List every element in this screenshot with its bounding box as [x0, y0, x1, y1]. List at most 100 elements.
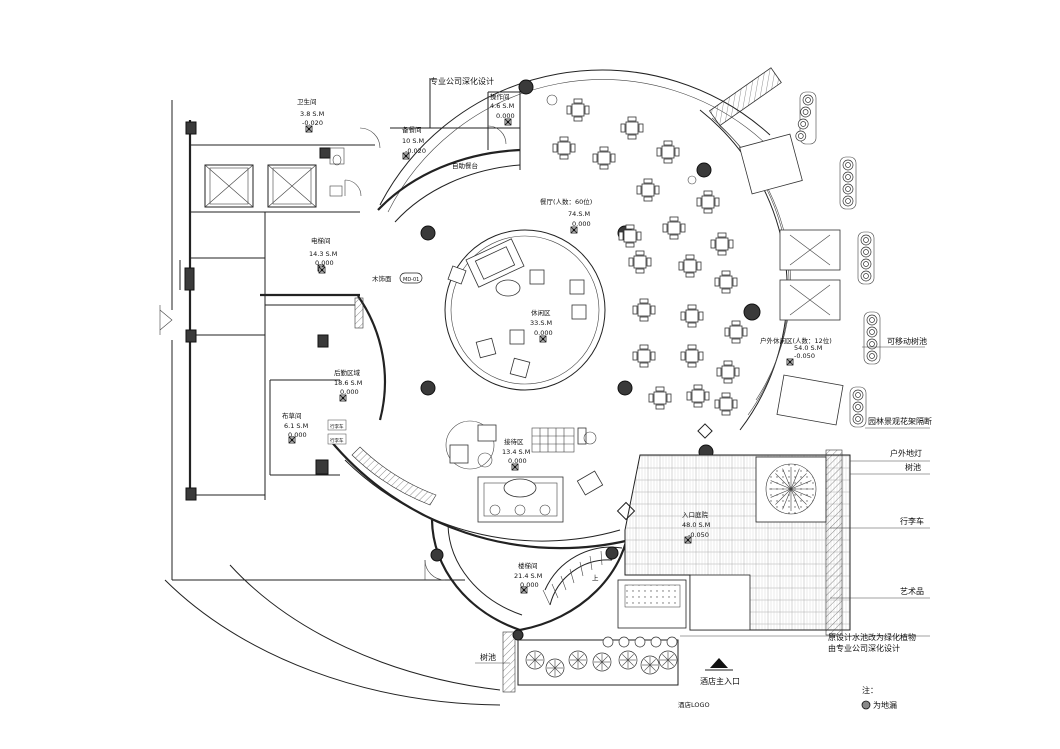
level-marker	[539, 335, 547, 343]
dining-table-set	[620, 116, 644, 140]
legend-floor-drain: 为地漏	[873, 700, 897, 710]
store-box-1	[327, 419, 347, 431]
wood-tag-outline	[399, 272, 423, 284]
callout-garden-partition: 园林景观花架隔断	[868, 416, 932, 426]
outdoor-furniture	[708, 67, 844, 426]
movable-planter	[849, 386, 867, 428]
callout-tree-pit-2: 树池	[480, 652, 496, 662]
room-name-operation: 操作间	[490, 92, 510, 101]
shrub-small	[650, 636, 662, 648]
room-name-lounge: 休闲区	[531, 308, 551, 317]
label-wood-tag: MD-01	[403, 277, 419, 283]
movable-planter	[795, 91, 817, 145]
level-marker	[570, 226, 578, 234]
callouts: 可移动树池 园林景观花架隔断 户外地灯 树池 行李车 艺术品 原设计水池改为绿化…	[475, 336, 932, 664]
room-area-lounge: 33.S.M	[530, 319, 552, 327]
elevator-shafts	[204, 164, 317, 208]
entrance-courtyard	[616, 423, 851, 636]
room-area-restaurant: 74.S.M	[568, 210, 590, 218]
room-level-linen: 0.000	[288, 431, 307, 439]
lounge-furniture	[447, 238, 587, 379]
callout-movable-planter: 可移动树池	[887, 336, 927, 346]
level-marker	[339, 394, 347, 402]
main-entrance-marker	[705, 658, 733, 671]
room-name-reception: 接待区	[504, 437, 524, 446]
dining-table-set	[628, 250, 652, 274]
back-office-curved-wall	[354, 295, 387, 421]
level-marker	[504, 118, 512, 126]
dining-table-set	[552, 136, 576, 160]
structural-columns	[184, 121, 331, 501]
dining-table-set	[680, 304, 704, 328]
level-marker	[305, 125, 313, 133]
dining-table-set	[592, 146, 616, 170]
dining-table-set	[710, 232, 734, 256]
room-name-courtyard: 入口庭院	[682, 510, 709, 519]
dining-table-set	[632, 298, 656, 322]
dining-table-set	[636, 178, 660, 202]
dining-table-set	[716, 360, 740, 384]
ceiling-marker-2	[687, 175, 697, 185]
room-name-toilet: 卫生间	[297, 97, 317, 106]
room-level-toilet: -0.020	[302, 119, 323, 127]
toilet-fixtures	[329, 147, 362, 197]
room-labels: 卫生间 3.8 S.M -0.020 备餐间 10 S.M -0.020 操作间…	[282, 92, 832, 589]
label-store-box-1: 行李车	[330, 423, 344, 430]
room-name-stair: 楼梯间	[518, 561, 538, 570]
shrub-small	[602, 636, 614, 648]
room-name-outdoor: 户外休闲区(人数：12位)	[760, 336, 832, 345]
room-area-linen: 6.1 S.M	[284, 422, 308, 430]
room-name-linen: 布草间	[282, 411, 302, 420]
room-name-pantry: 备餐间	[402, 125, 422, 134]
room-name-elevator: 电梯间	[311, 236, 331, 245]
level-marker	[786, 358, 794, 366]
room-area-toilet: 3.8 S.M	[300, 110, 324, 118]
room-area-back-office: 18.6 S.M	[334, 379, 362, 387]
annotation-labels: 专业公司深化设计 自助餐台 木饰面 MD-01 上 酒店主入口 酒店LOGO 行…	[327, 76, 740, 709]
room-area-reception: 13.4 S.M	[502, 448, 530, 456]
dining-table-set	[686, 384, 710, 408]
callout-outdoor-lights: 户外地灯	[890, 448, 922, 458]
level-marker	[684, 536, 692, 544]
level-marker	[511, 463, 519, 471]
room-level-restaurant: 0.000	[572, 220, 591, 228]
shrub	[640, 655, 660, 675]
level-marker	[318, 266, 326, 274]
level-marker	[288, 436, 296, 444]
store-box-2	[327, 433, 347, 445]
label-specialist-design: 专业公司深化设计	[430, 76, 494, 86]
level-marker	[520, 586, 528, 594]
shrub	[545, 658, 565, 678]
dining-table-set	[696, 190, 720, 214]
shrub-small	[666, 636, 678, 648]
legend-title: 注：	[862, 685, 878, 695]
shrub	[525, 650, 545, 670]
room-area-elevator: 14.3 S.M	[309, 250, 337, 258]
room-area-stair: 21.4 S.M	[514, 572, 542, 580]
label-main-entrance: 酒店主入口	[700, 676, 740, 686]
callout-pool-to-plants: 原设计水池改为绿化植物	[828, 632, 916, 642]
dining-table-set	[632, 344, 656, 368]
site-boundary	[164, 564, 501, 706]
shrub-small	[618, 636, 630, 648]
label-store-box-2: 行李车	[330, 437, 344, 444]
label-wood-decor: 木饰面	[372, 274, 392, 283]
callout-tree-pit-1: 树池	[905, 462, 921, 472]
dining-table-set	[714, 392, 738, 416]
room-level-pantry: -0.020	[405, 147, 426, 155]
dining-table-set	[648, 386, 672, 410]
movable-planter	[857, 231, 875, 285]
shrub	[658, 650, 678, 670]
dining-table-set	[618, 224, 642, 248]
room-name-back-office: 后勤区域	[334, 368, 361, 377]
room-level-outdoor: -0.050	[794, 352, 815, 360]
left-building-walls	[159, 100, 465, 581]
reception-furniture	[445, 420, 604, 523]
room-level-back-office: 0.000	[340, 388, 359, 396]
room-level-elevator: 0.000	[315, 259, 334, 267]
movable-planter	[863, 311, 881, 365]
shrub	[592, 652, 612, 672]
entrance-landscape	[502, 631, 679, 693]
label-up: 上	[592, 573, 599, 582]
